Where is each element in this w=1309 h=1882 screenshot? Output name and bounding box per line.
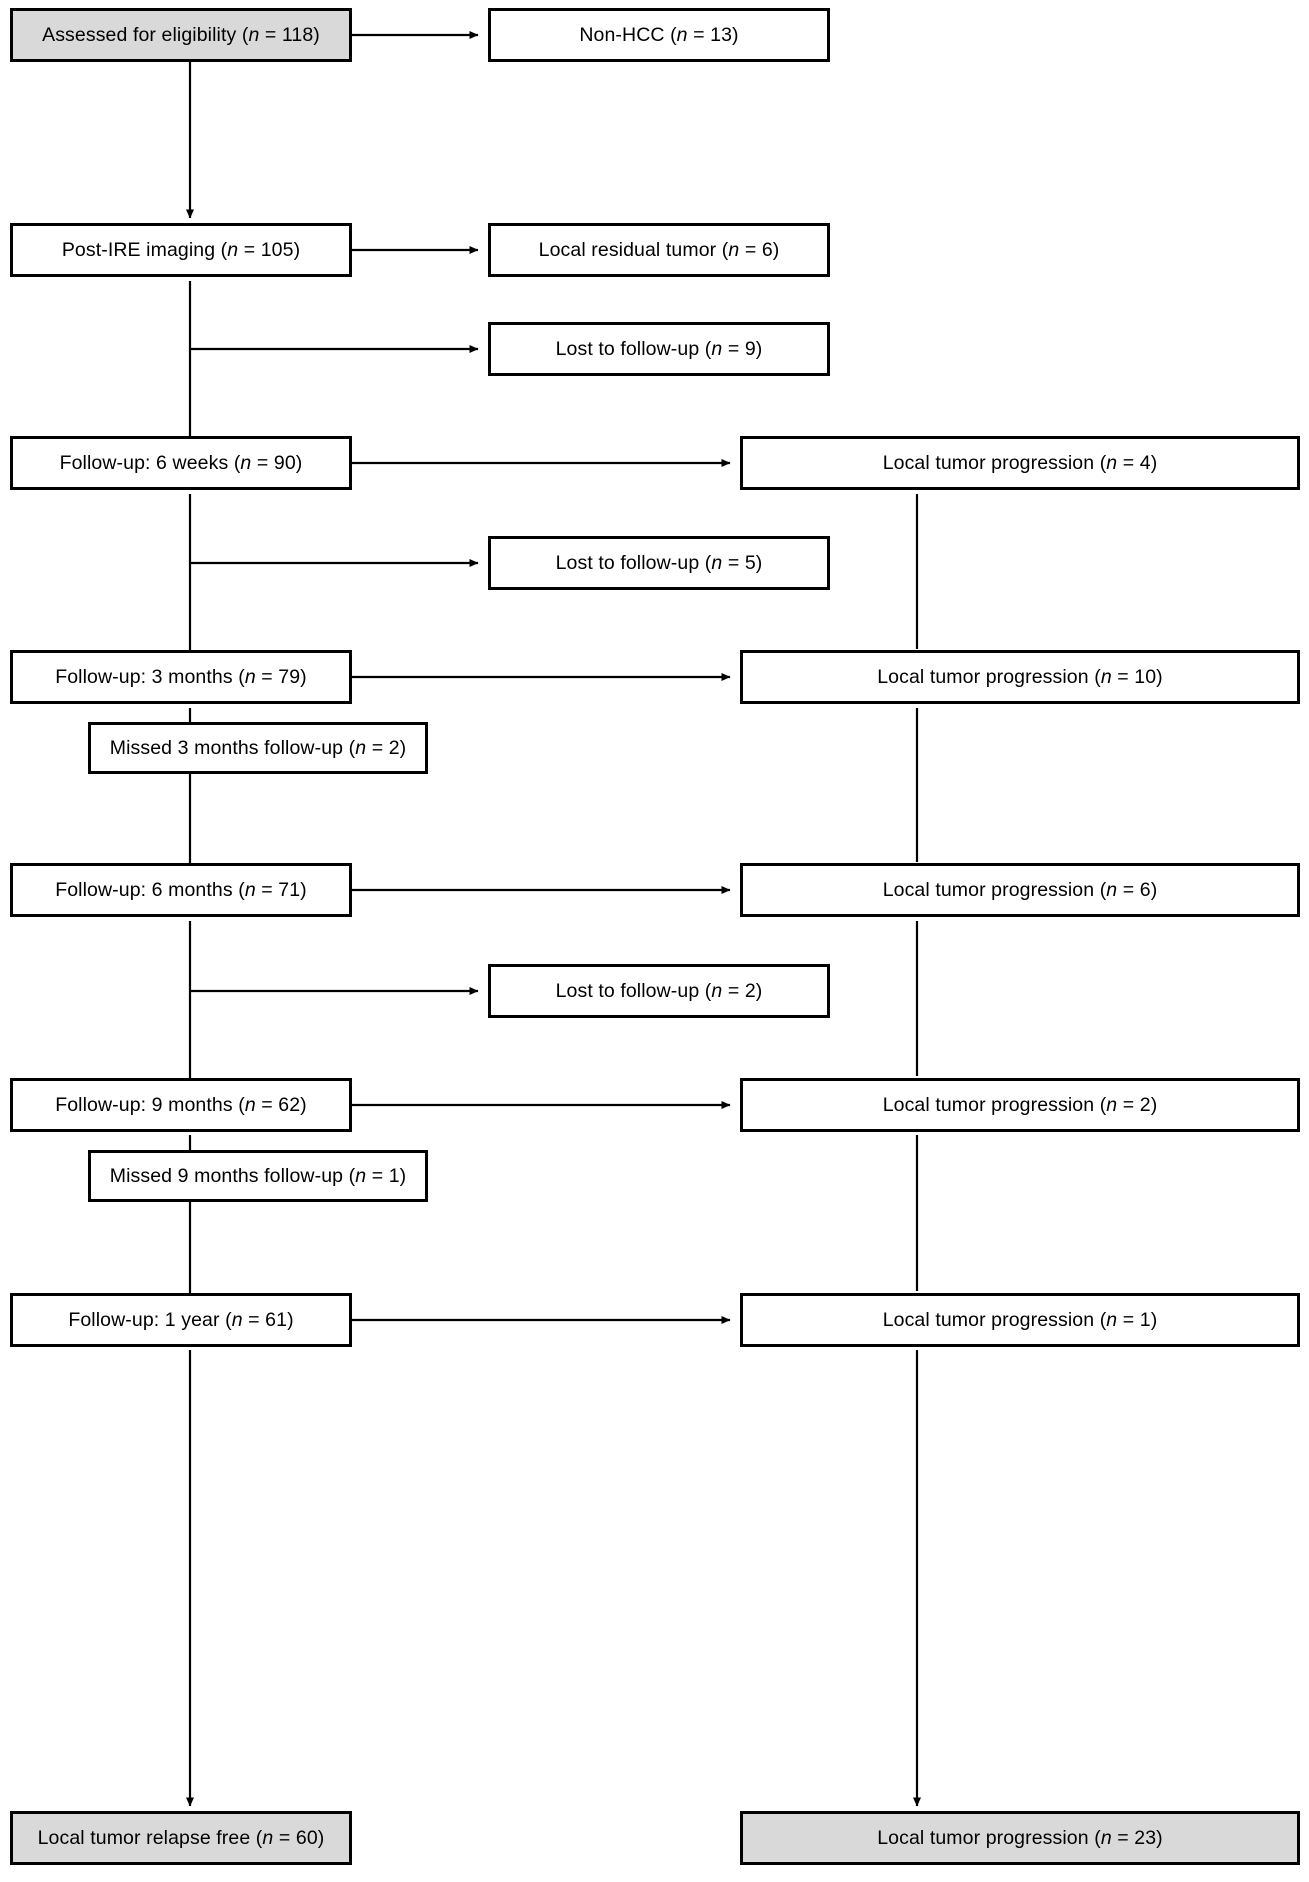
node-lost-to-followup-5: Lost to follow-up (n = 5) (488, 536, 830, 590)
node-label-fu3m-suffix: = 79) (255, 665, 307, 688)
node-label-non-hcc-prefix: Non-HCC ( (579, 23, 677, 46)
node-followup-6-weeks: Follow-up: 6 weeks (n = 90) (10, 436, 352, 490)
node-label-ltp6m-suffix: = 6) (1117, 878, 1158, 901)
node-followup-6-months: Follow-up: 6 months (n = 71) (10, 863, 352, 917)
node-followup-3-months: Follow-up: 3 months (n = 79) (10, 650, 352, 704)
node-local-residual-tumor: Local residual tumor (n = 6) (488, 223, 830, 277)
italic-n: n (1100, 1826, 1112, 1849)
node-followup-1-year: Follow-up: 1 year (n = 61) (10, 1293, 352, 1347)
node-label-ltp6m-prefix: Local tumor progression ( (882, 878, 1107, 901)
italic-n: n (1106, 1093, 1118, 1116)
node-post-ire-imaging: Post-IRE imaging (n = 105) (10, 223, 352, 277)
node-label-ltptotal-prefix: Local tumor progression ( (877, 1826, 1101, 1849)
node-label-ltp9m-prefix: Local tumor progression ( (882, 1093, 1107, 1116)
italic-n: n (240, 451, 252, 474)
node-label-fu1y-suffix: = 61) (242, 1308, 294, 1331)
node-label-fu6w-suffix: = 90) (251, 451, 303, 474)
node-local-tumor-progression-6-weeks: Local tumor progression (n = 4) (740, 436, 1300, 490)
node-label-fu6m-suffix: = 71) (255, 878, 307, 901)
node-label-ltp3m-prefix: Local tumor progression ( (877, 665, 1101, 688)
node-label-ltp6w-prefix: Local tumor progression ( (882, 451, 1107, 474)
italic-n: n (244, 665, 256, 688)
italic-n: n (1100, 665, 1112, 688)
node-missed-3-months-followup: Missed 3 months follow-up (n = 2) (88, 722, 428, 774)
node-lost-to-followup-2: Lost to follow-up (n = 2) (488, 964, 830, 1018)
node-label-lost3-prefix: Lost to follow-up ( (555, 979, 712, 1002)
italic-n: n (355, 1164, 367, 1187)
node-local-tumor-progression-6-months: Local tumor progression (n = 6) (740, 863, 1300, 917)
italic-n: n (711, 551, 723, 574)
node-label-lost2-suffix: = 5) (722, 551, 763, 574)
node-local-tumor-progression-3-months: Local tumor progression (n = 10) (740, 650, 1300, 704)
node-missed-9-months-followup: Missed 9 months follow-up (n = 1) (88, 1150, 428, 1202)
italic-n: n (355, 736, 367, 759)
italic-n: n (711, 979, 723, 1002)
italic-n: n (1106, 878, 1118, 901)
node-label-missed9-suffix: = 1) (366, 1164, 407, 1187)
node-label-lost1-suffix: = 9) (722, 337, 763, 360)
node-label-fu6w-prefix: Follow-up: 6 weeks ( (59, 451, 241, 474)
node-lost-to-followup-9: Lost to follow-up (n = 9) (488, 322, 830, 376)
node-label-assessed-suffix: = 118) (259, 23, 320, 46)
node-label-ltp9m-suffix: = 2) (1117, 1093, 1158, 1116)
node-label-fu9m-suffix: = 62) (255, 1093, 307, 1116)
node-local-tumor-progression-total: Local tumor progression (n = 23) (740, 1811, 1300, 1865)
node-local-tumor-relapse-free: Local tumor relapse free (n = 60) (10, 1811, 352, 1865)
italic-n: n (231, 1308, 243, 1331)
node-label-missed3-prefix: Missed 3 months follow-up ( (109, 736, 356, 759)
node-label-lost3-suffix: = 2) (722, 979, 763, 1002)
italic-n: n (248, 23, 260, 46)
node-label-lost2-prefix: Lost to follow-up ( (555, 551, 712, 574)
italic-n: n (1106, 1308, 1118, 1331)
node-label-missed9-prefix: Missed 9 months follow-up ( (109, 1164, 356, 1187)
node-label-ltptotal-suffix: = 23) (1111, 1826, 1163, 1849)
italic-n: n (262, 1826, 274, 1849)
italic-n: n (711, 337, 723, 360)
italic-n: n (244, 1093, 256, 1116)
node-label-ltp1y-suffix: = 1) (1117, 1308, 1158, 1331)
node-followup-9-months: Follow-up: 9 months (n = 62) (10, 1078, 352, 1132)
node-label-post-ire-prefix: Post-IRE imaging ( (61, 238, 228, 261)
node-label-fu3m-prefix: Follow-up: 3 months ( (55, 665, 245, 688)
node-label-relapsefree-prefix: Local tumor relapse free ( (37, 1826, 263, 1849)
node-label-fu9m-prefix: Follow-up: 9 months ( (55, 1093, 245, 1116)
node-label-fu1y-prefix: Follow-up: 1 year ( (68, 1308, 232, 1331)
node-label-post-ire-suffix: = 105) (238, 238, 301, 261)
node-label-fu6m-prefix: Follow-up: 6 months ( (55, 878, 245, 901)
node-local-tumor-progression-9-months: Local tumor progression (n = 2) (740, 1078, 1300, 1132)
node-label-relapsefree-suffix: = 60) (273, 1826, 325, 1849)
italic-n: n (244, 878, 256, 901)
node-label-residual-suffix: = 6) (739, 238, 780, 261)
node-label-missed3-suffix: = 2) (366, 736, 407, 759)
node-local-tumor-progression-1-year: Local tumor progression (n = 1) (740, 1293, 1300, 1347)
node-non-hcc: Non-HCC (n = 13) (488, 8, 830, 62)
node-assessed-for-eligibility: Assessed for eligibility (n = 118) (10, 8, 352, 62)
node-label-residual-prefix: Local residual tumor ( (538, 238, 729, 261)
node-label-ltp1y-prefix: Local tumor progression ( (882, 1308, 1107, 1331)
italic-n: n (728, 238, 740, 261)
italic-n: n (227, 238, 239, 261)
italic-n: n (1106, 451, 1118, 474)
node-label-assessed-prefix: Assessed for eligibility ( (42, 23, 249, 46)
node-label-non-hcc-suffix: = 13) (687, 23, 739, 46)
italic-n: n (676, 23, 688, 46)
node-label-ltp3m-suffix: = 10) (1111, 665, 1163, 688)
node-label-lost1-prefix: Lost to follow-up ( (555, 337, 712, 360)
node-label-ltp6w-suffix: = 4) (1117, 451, 1158, 474)
